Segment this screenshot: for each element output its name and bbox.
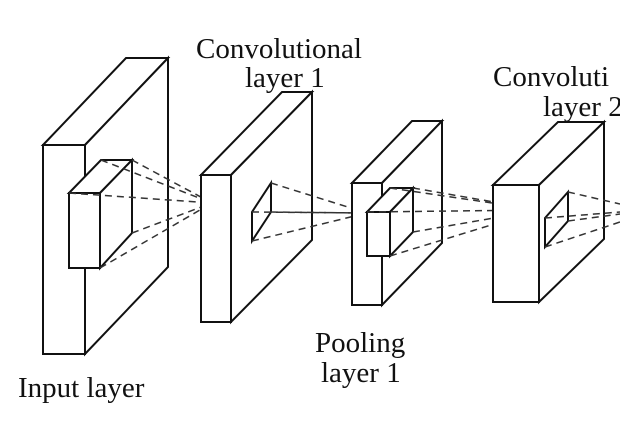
pool1-label-line2: layer 1 <box>321 357 401 389</box>
input-layer-label: Input layer <box>18 372 145 404</box>
conv2-block <box>490 119 607 305</box>
projection-input-to-conv1 <box>68 159 213 269</box>
conv2-label-line1: Convoluti <box>493 61 610 93</box>
conv2-label-line2: layer 2 <box>543 91 620 123</box>
projection-conv1-to-pool1 <box>251 182 368 242</box>
pool1-label-line1: Pooling <box>315 327 406 359</box>
conv1-label-line2: layer 1 <box>245 62 325 94</box>
pool1-kernel <box>364 185 416 259</box>
conv1-block <box>198 89 315 325</box>
conv1-label-line1: Convolutional <box>196 33 362 65</box>
pool1-block <box>349 118 445 308</box>
projection-conv2-out <box>544 191 620 248</box>
input-kernel <box>66 157 135 271</box>
